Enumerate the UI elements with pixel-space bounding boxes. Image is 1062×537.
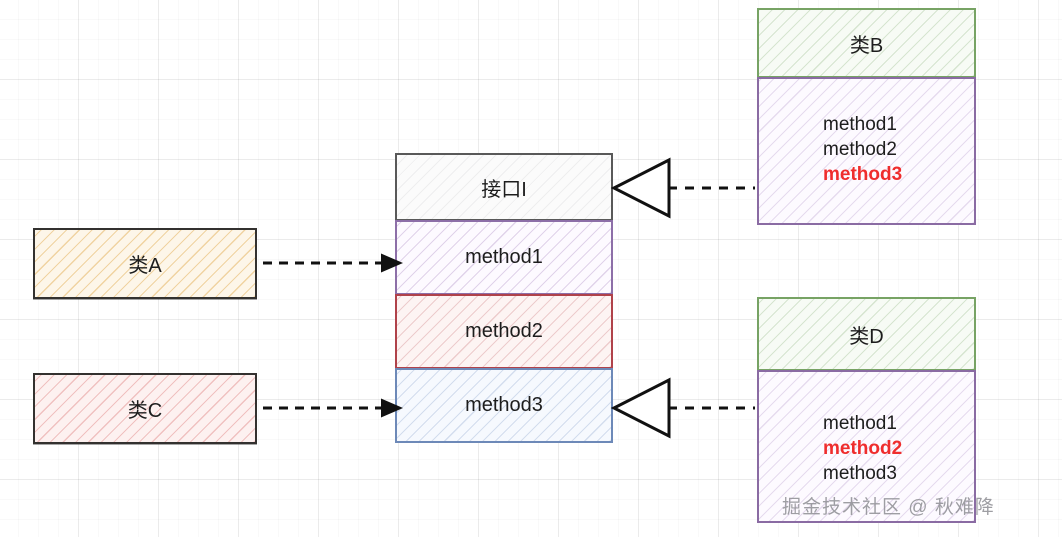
class-d-method-1: method1: [823, 413, 897, 434]
class-b-method-list: method1 method2 method3: [823, 112, 902, 187]
class-b-method-3: method3: [823, 164, 903, 186]
interface-header-box[interactable]: 接口I: [395, 153, 613, 221]
interface-row-method1[interactable]: method1: [395, 220, 613, 295]
class-d-method-2: method2: [823, 438, 903, 460]
watermark-text: 掘金技术社区 @ 秋难降: [782, 497, 995, 518]
dependency-arrow-a-to-method1: [263, 253, 403, 273]
class-b-method-1: method1: [823, 114, 897, 135]
dependency-arrow-c-to-method3: [263, 398, 403, 418]
class-d-body-box[interactable]: method1 method2 method3: [757, 370, 976, 523]
class-b-header-box[interactable]: 类B: [757, 8, 976, 78]
realization-arrow-b-to-interface: [610, 157, 755, 219]
class-b-body-box[interactable]: method1 method2 method3: [757, 77, 976, 225]
realization-arrow-d-to-interface: [610, 377, 755, 439]
class-d-method-3: method3: [823, 463, 897, 485]
class-box-c[interactable]: 类C: [33, 373, 257, 444]
class-box-a[interactable]: 类A: [33, 228, 257, 299]
interface-row-method3[interactable]: method3: [395, 368, 613, 443]
class-d-method-list: method1 method2 method3: [823, 411, 902, 486]
class-b-method-2: method2: [823, 139, 897, 161]
